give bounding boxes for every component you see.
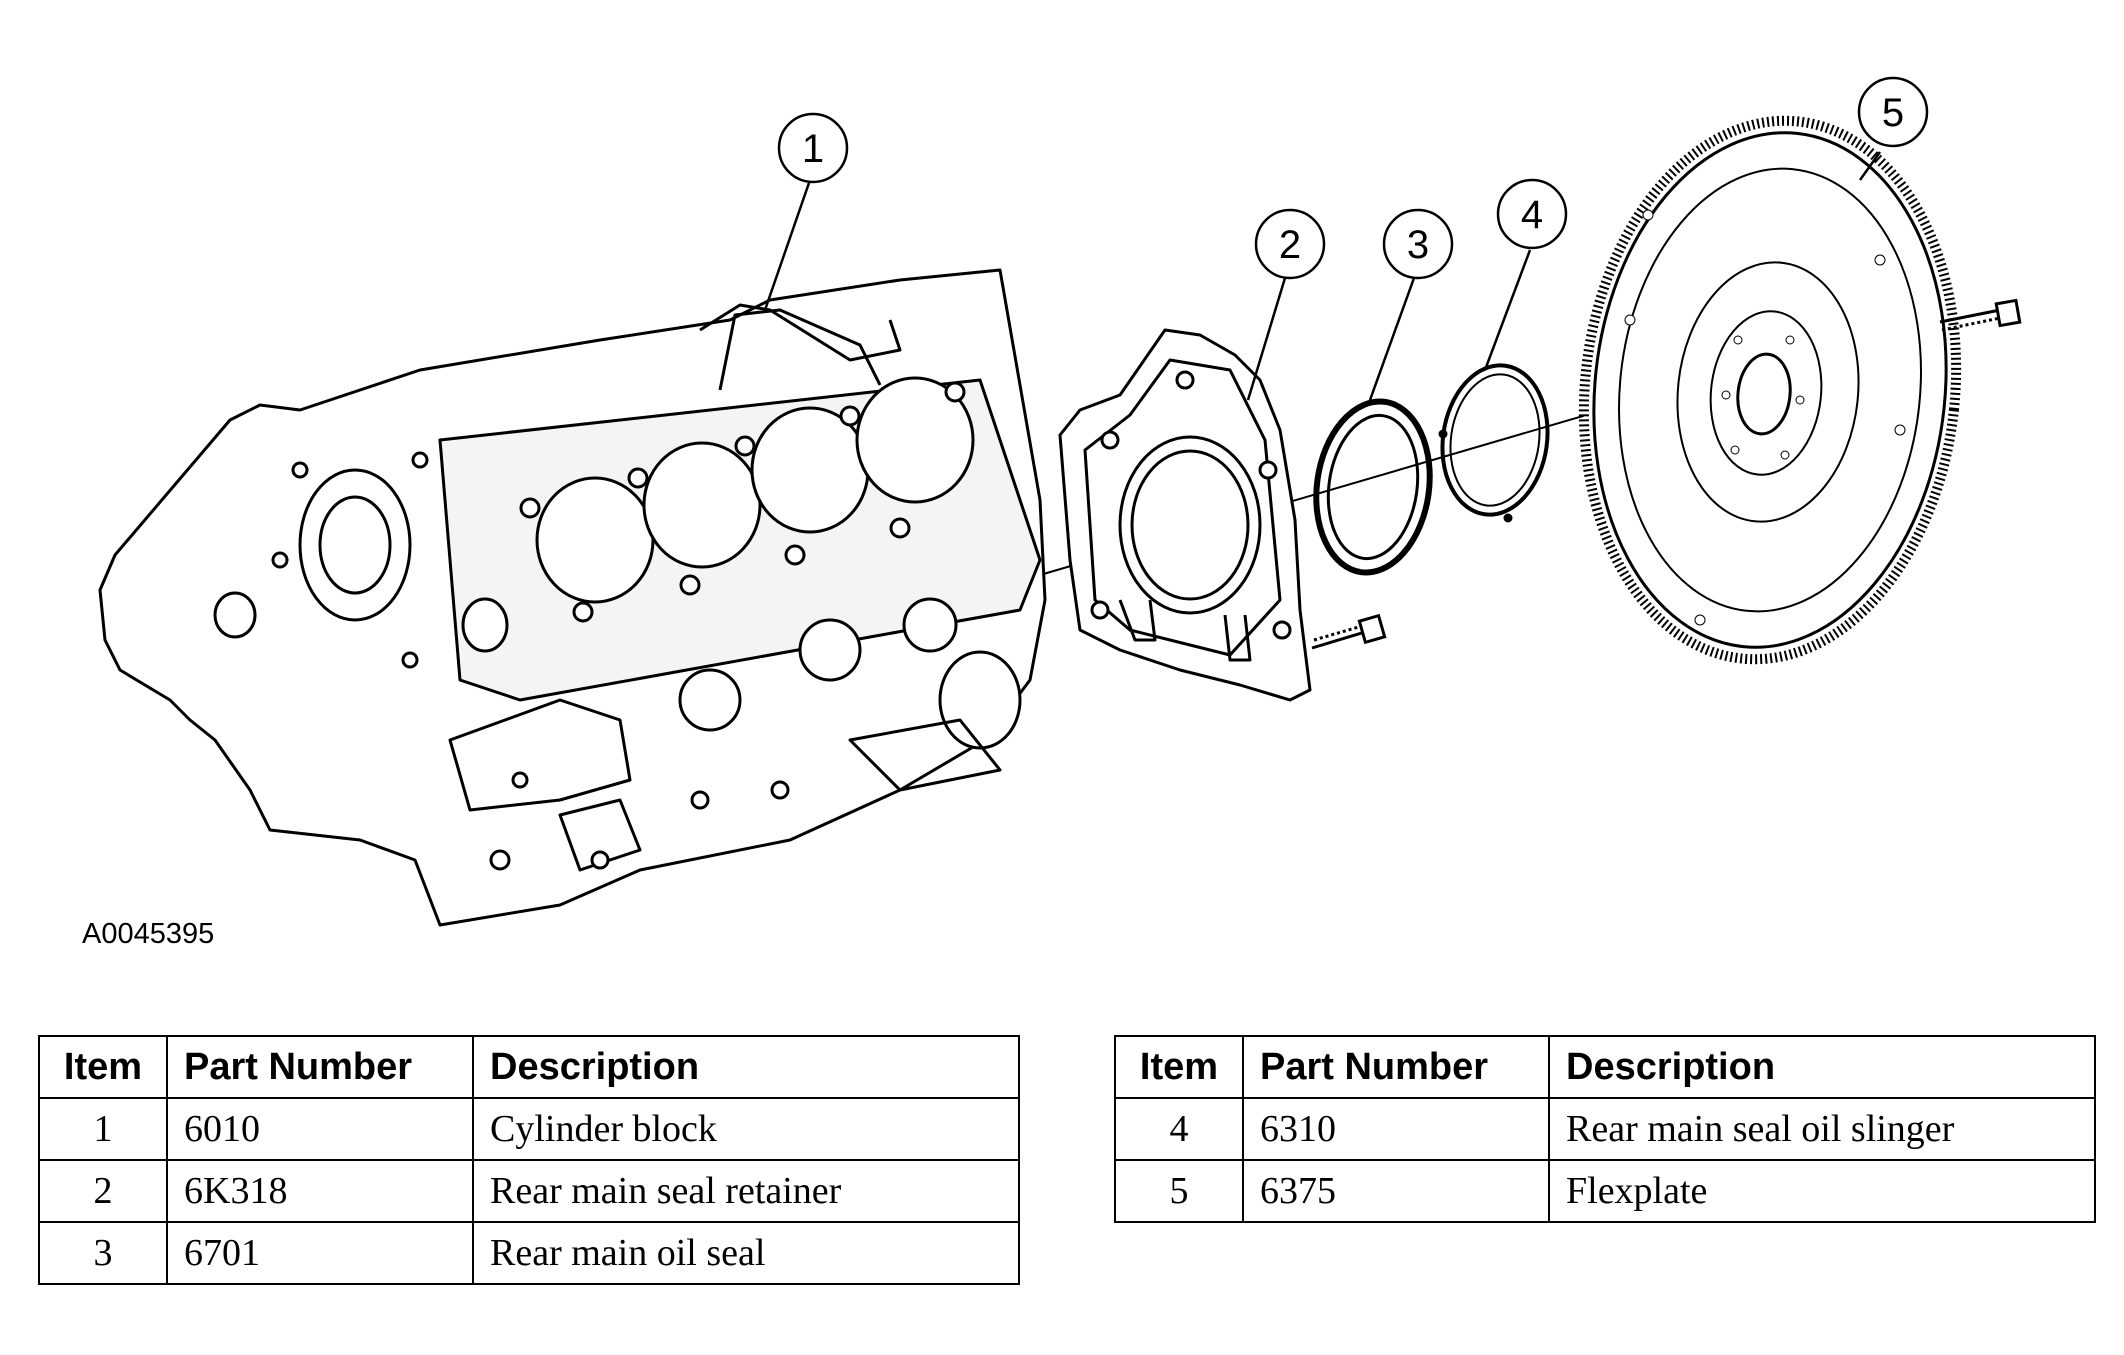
- parts-table-right: Item Part Number Description 4 6310 Rear…: [1114, 1035, 2096, 1223]
- flexplate-drawing: [1578, 115, 1962, 665]
- item-cell: 2: [38, 1159, 168, 1223]
- callout-4: 4: [1496, 178, 1568, 250]
- table-row: 2 6K318 Rear main seal retainer: [38, 1159, 1020, 1223]
- table-header-row: Item Part Number Description: [38, 1035, 1020, 1099]
- part-number-cell: 6010: [166, 1097, 474, 1161]
- rear-main-oil-seal-drawing: [1313, 398, 1433, 576]
- cylinder-block-drawing: [98, 268, 1047, 927]
- header-description: Description: [1548, 1035, 2096, 1099]
- svg-text:2: 2: [1279, 223, 1301, 267]
- table-row: 4 6310 Rear main seal oil slinger: [1114, 1097, 2096, 1161]
- rear-main-seal-retainer-drawing: [1058, 328, 1312, 702]
- table-header-row: Item Part Number Description: [1114, 1035, 2096, 1099]
- callout-1: 1: [777, 112, 849, 184]
- part-number-cell: 6K318: [166, 1159, 474, 1223]
- flexplate-bolt-drawing: [1939, 298, 2022, 332]
- header-item: Item: [1114, 1035, 1244, 1099]
- callout-3: 3: [1382, 208, 1454, 280]
- retainer-bolt-drawing: [1311, 613, 1387, 650]
- parts-table-left: Item Part Number Description 1 6010 Cyli…: [38, 1035, 1020, 1285]
- table-row: 1 6010 Cylinder block: [38, 1097, 1020, 1161]
- item-cell: 3: [38, 1221, 168, 1285]
- svg-text:3: 3: [1407, 223, 1429, 267]
- part-number-cell: 6375: [1242, 1159, 1550, 1223]
- item-cell: 4: [1114, 1097, 1244, 1161]
- description-cell: Rear main seal oil slinger: [1548, 1097, 2096, 1161]
- header-description: Description: [472, 1035, 1020, 1099]
- svg-text:1: 1: [802, 127, 824, 171]
- description-cell: Rear main oil seal: [472, 1221, 1020, 1285]
- exploded-view-diagram: 1 2 3 4 5: [98, 76, 2022, 927]
- svg-text:4: 4: [1521, 193, 1543, 237]
- callout-2: 2: [1254, 208, 1326, 280]
- description-cell: Rear main seal retainer: [472, 1159, 1020, 1223]
- figure-id: A0045395: [82, 918, 215, 950]
- table-row: 5 6375 Flexplate: [1114, 1159, 2096, 1223]
- header-part-number: Part Number: [1242, 1035, 1550, 1099]
- header-part-number: Part Number: [166, 1035, 474, 1099]
- callout-5: 5: [1857, 76, 1929, 148]
- table-row: 3 6701 Rear main oil seal: [38, 1221, 1020, 1285]
- part-number-cell: 6310: [1242, 1097, 1550, 1161]
- description-cell: Flexplate: [1548, 1159, 2096, 1223]
- part-number-cell: 6701: [166, 1221, 474, 1285]
- header-item: Item: [38, 1035, 168, 1099]
- leader-lines: [763, 151, 1882, 401]
- description-cell: Cylinder block: [472, 1097, 1020, 1161]
- item-cell: 5: [1114, 1159, 1244, 1223]
- svg-text:5: 5: [1882, 91, 1904, 135]
- rear-main-seal-oil-slinger-drawing: [1438, 363, 1550, 523]
- item-cell: 1: [38, 1097, 168, 1161]
